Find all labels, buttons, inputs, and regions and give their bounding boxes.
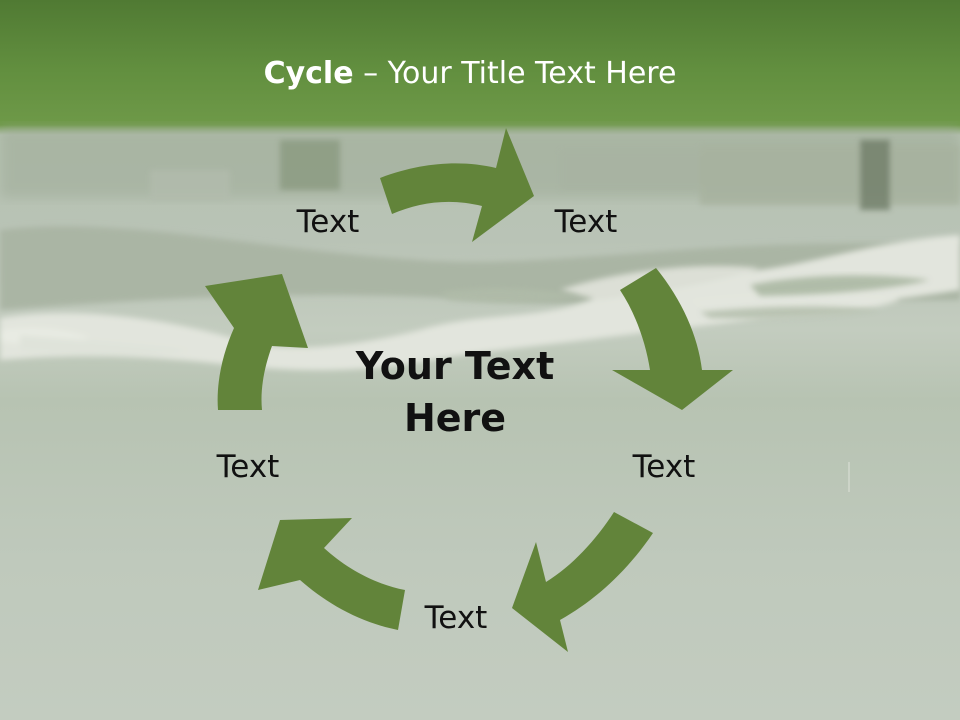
cycle-arrow-2 [612,268,733,410]
slide-title: Cycle – Your Title Text Here [0,54,940,94]
title-rest: – Your Title Text Here [353,56,677,91]
cycle-arrow-3 [512,512,653,652]
cycle-node-5: Text [216,449,280,485]
cycle-node-4: Text [424,600,488,636]
cycle-arrow-1 [380,128,534,242]
title-bold: Cycle [263,56,354,91]
cycle-arrow-4 [258,518,405,630]
cycle-node-2: Text [554,204,618,240]
cycle-node-1: Text [296,204,360,240]
cycle-node-3: Text [632,449,696,485]
cycle-arrow-5 [205,274,308,410]
center-text: Your Text Here [355,344,555,440]
